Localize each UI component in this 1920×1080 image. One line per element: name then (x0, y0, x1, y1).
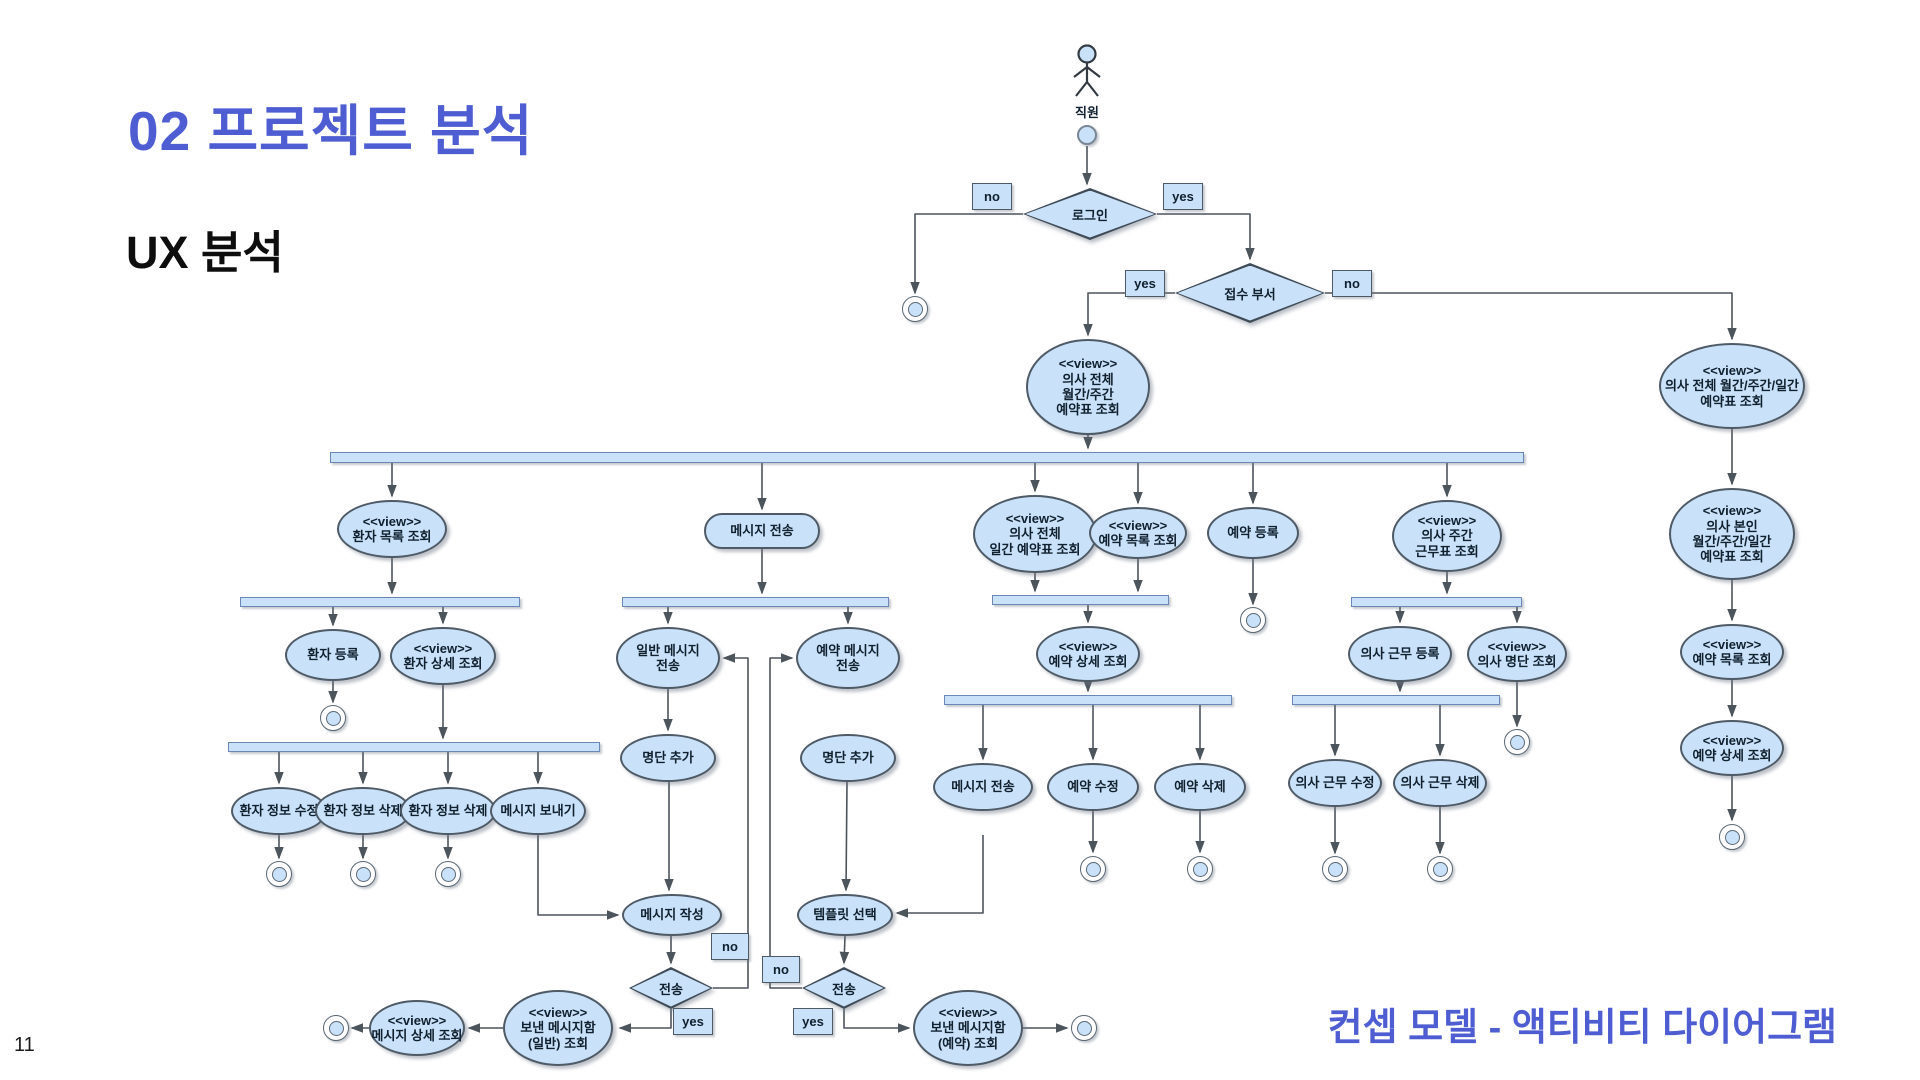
start-node (1077, 125, 1097, 145)
guard-dept-no: no (1332, 270, 1372, 297)
activity-patient-list: <<view>> 환자 목록 조회 (337, 500, 447, 558)
activity-message-sendto: 메시지 보내기 (490, 787, 586, 835)
activity-doctor-roster: <<view>> 의사 명단 조회 (1467, 626, 1567, 682)
activity-sent-box-reservation: <<view>> 보낸 메시지함 (예약) 조회 (913, 990, 1023, 1066)
activity-duty-delete: 의사 근무 삭제 (1393, 759, 1487, 807)
guard-login-no: no (972, 183, 1012, 210)
activity-patient-detail: <<view>> 환자 상세 조회 (390, 627, 496, 685)
fork-bar-message (622, 597, 889, 607)
fork-bar-patient-detail (228, 742, 600, 752)
activity-general-message-send: 일반 메시지 전송 (616, 627, 720, 689)
guard-send1-no: no (711, 933, 749, 960)
guard-send2-no: no (762, 956, 800, 983)
end-node (1080, 856, 1106, 882)
activity-view-all-daily: <<view>> 의사 전체 일간 예약표 조회 (973, 495, 1097, 573)
activity-patient-info-delete-1: 환자 정보 삭제 (315, 787, 411, 835)
activity-reservation-detail-right: <<view>> 예약 상세 조회 (1680, 720, 1784, 776)
guard-send1-yes: yes (673, 1008, 713, 1035)
end-node (266, 861, 292, 887)
actor-icon (1073, 44, 1101, 97)
activity-doctor-weekly-duty: <<view>> 의사 주간 근무표 조회 (1392, 500, 1502, 572)
decision-reception-dept: 접수 부서 (1175, 263, 1325, 323)
actor-label: 직원 (1075, 105, 1099, 120)
activity-reservation-register: 예약 등록 (1207, 507, 1299, 559)
activity-duty-register: 의사 근무 등록 (1348, 626, 1452, 682)
fork-bar-patient (240, 597, 520, 607)
activity-reservation-edit: 예약 수정 (1047, 763, 1139, 811)
join-bar-reservation (992, 595, 1169, 605)
end-node (1187, 856, 1213, 882)
decision-send-reservation: 전송 (802, 967, 886, 1009)
activity-reservation-delete: 예약 삭제 (1154, 763, 1246, 811)
fork-bar-resv-detail (944, 695, 1232, 705)
activity-message-detail: <<view>> 메시지 상세 조회 (369, 1000, 465, 1056)
activity-patient-register: 환자 등록 (285, 629, 381, 681)
decision-send-general: 전송 (629, 967, 713, 1009)
activity-view-all-monthly-weekly: <<view>> 의사 전체 월간/주간 예약표 조회 (1026, 339, 1150, 435)
end-node (435, 861, 461, 887)
activity-roster-add-1: 명단 추가 (620, 734, 716, 782)
end-node (323, 1015, 349, 1041)
page-subtitle: UX 분석 (126, 227, 284, 278)
activity-reservation-message-send: 예약 메시지 전송 (796, 627, 900, 689)
decision-login: 로그인 (1023, 188, 1157, 240)
end-node (1240, 607, 1266, 633)
fork-bar-doc-weekly (1351, 597, 1522, 607)
activity-view-all-mwd: <<view>> 의사 전체 월간/주간/일간 예약표 조회 (1659, 343, 1805, 429)
activity-reservation-detail: <<view>> 예약 상세 조회 (1036, 626, 1140, 682)
activity-sent-box-general: <<view>> 보낸 메시지함 (일반) 조회 (503, 990, 613, 1066)
activity-reservation-list-right: <<view>> 예약 목록 조회 (1680, 624, 1784, 680)
activity-duty-edit: 의사 근무 수정 (1288, 759, 1382, 807)
activity-template-select: 템플릿 선택 (797, 894, 893, 936)
activity-message-send-2: 메시지 전송 (933, 763, 1033, 811)
activity-message-write: 메시지 작성 (622, 894, 722, 936)
fork-bar-duty (1292, 695, 1500, 705)
guard-dept-yes: yes (1125, 270, 1165, 297)
end-node (1071, 1015, 1097, 1041)
end-node (1504, 729, 1530, 755)
end-node (320, 705, 346, 731)
page-title: 02 프로젝트 분석 (128, 100, 534, 162)
end-node (1719, 824, 1745, 850)
activity-roster-add-2: 명단 추가 (800, 734, 896, 782)
activity-reservation-list: <<view>> 예약 목록 조회 (1089, 507, 1187, 559)
activity-patient-info-edit: 환자 정보 수정 (231, 787, 327, 835)
end-node (1427, 856, 1453, 882)
fork-bar-main (330, 452, 1524, 463)
activity-message-send: 메시지 전송 (704, 513, 820, 549)
activity-self-schedule: <<view>> 의사 본인 월간/주간/일간 예약표 조회 (1669, 488, 1795, 580)
activity-patient-info-delete-2: 환자 정보 삭제 (400, 787, 496, 835)
diagram-caption: 컨셉 모델 - 액티비티 다이어그램 (1327, 1007, 1837, 1049)
page-number: 11 (14, 1034, 35, 1056)
guard-send2-yes: yes (793, 1008, 833, 1035)
end-node (1322, 856, 1348, 882)
guard-login-yes: yes (1163, 183, 1203, 210)
end-node (350, 861, 376, 887)
end-node (902, 296, 928, 322)
